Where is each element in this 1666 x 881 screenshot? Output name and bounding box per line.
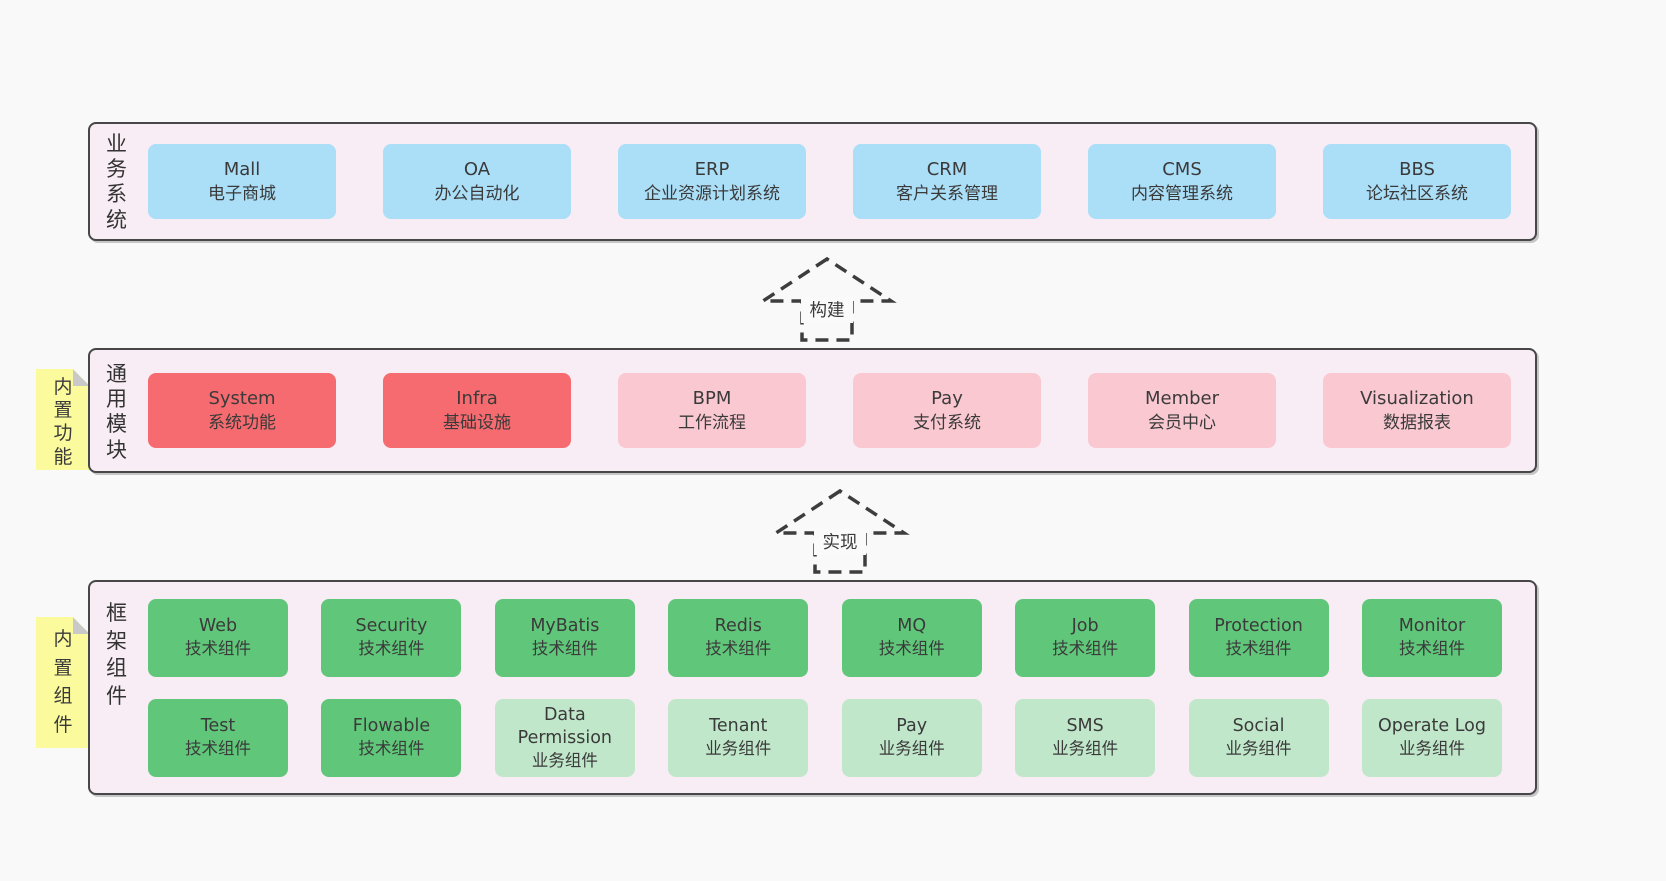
build-arrow-icon: 构建 xyxy=(757,256,897,342)
implement-arrow-label: 实现 xyxy=(823,533,858,553)
box-social: Social 业务组件 xyxy=(1188,698,1329,777)
layer-business-systems: 业务系统 Mall 电子商城 OA 办公自动化 ERP 企业资源计划系统 CRM… xyxy=(88,122,1537,241)
common-modules-row: System 系统功能 Infra 基础设施 BPM 工作流程 Pay 支付系统… xyxy=(148,350,1535,471)
box-mall: Mall 电子商城 xyxy=(148,144,336,219)
build-arrow-label: 构建 xyxy=(810,301,845,321)
framework-components-grid: Web 技术组件 Security 技术组件 MyBatis 技术组件 Redi… xyxy=(148,582,1535,793)
box-bpm: BPM 工作流程 xyxy=(618,373,806,448)
box-sms: SMS 业务组件 xyxy=(1015,698,1156,777)
box-member: Member 会员中心 xyxy=(1088,373,1276,448)
box-system: System 系统功能 xyxy=(148,373,336,448)
box-data-permission: Data Permission 业务组件 xyxy=(494,698,635,777)
box-mybatis: MyBatis 技术组件 xyxy=(494,598,635,677)
box-flowable: Flowable 技术组件 xyxy=(321,698,462,777)
box-security: Security 技术组件 xyxy=(321,598,462,677)
business-systems-row: Mall 电子商城 OA 办公自动化 ERP 企业资源计划系统 CRM 客户关系… xyxy=(148,124,1535,239)
framework-components-row-1: Web 技术组件 Security 技术组件 MyBatis 技术组件 Redi… xyxy=(148,598,1535,677)
layer-label-business-systems: 业务系统 xyxy=(106,132,127,232)
layer-framework-components: 框架组件 Web 技术组件 Security 技术组件 MyBatis 技术组件… xyxy=(88,580,1537,795)
box-operate-log: Operate Log 业务组件 xyxy=(1361,698,1502,777)
box-pay-module: Pay 支付系统 xyxy=(853,373,1041,448)
box-bbs: BBS 论坛社区系统 xyxy=(1323,144,1511,219)
sticky-note-builtin-components: 内置组件 xyxy=(36,617,90,748)
sticky-note-label: 内置功能 xyxy=(53,376,73,468)
sticky-note-label: 内置组件 xyxy=(53,628,73,736)
implement-arrow-icon: 实现 xyxy=(770,488,910,574)
box-test: Test 技术组件 xyxy=(148,698,288,777)
box-monitor: Monitor 技术组件 xyxy=(1361,598,1502,677)
box-job: Job 技术组件 xyxy=(1015,598,1156,677)
box-redis: Redis 技术组件 xyxy=(668,598,809,677)
sticky-note-builtin-features: 内置功能 xyxy=(36,369,90,470)
box-tenant: Tenant 业务组件 xyxy=(668,698,809,777)
layer-label-common-modules: 通用模块 xyxy=(106,362,127,462)
box-cms: CMS 内容管理系统 xyxy=(1088,144,1276,219)
box-protection: Protection 技术组件 xyxy=(1188,598,1329,677)
layer-label-framework-components: 框架组件 xyxy=(106,601,127,709)
box-web: Web 技术组件 xyxy=(148,598,288,677)
box-oa: OA 办公自动化 xyxy=(383,144,571,219)
framework-components-row-2: Test 技术组件 Flowable 技术组件 Data Permission … xyxy=(148,698,1535,777)
box-crm: CRM 客户关系管理 xyxy=(853,144,1041,219)
box-infra: Infra 基础设施 xyxy=(383,373,571,448)
layer-common-modules: 通用模块 System 系统功能 Infra 基础设施 BPM 工作流程 Pay… xyxy=(88,348,1537,473)
box-visualization: Visualization 数据报表 xyxy=(1323,373,1511,448)
box-erp: ERP 企业资源计划系统 xyxy=(618,144,806,219)
box-pay-component: Pay 业务组件 xyxy=(841,698,982,777)
box-mq: MQ 技术组件 xyxy=(841,598,982,677)
